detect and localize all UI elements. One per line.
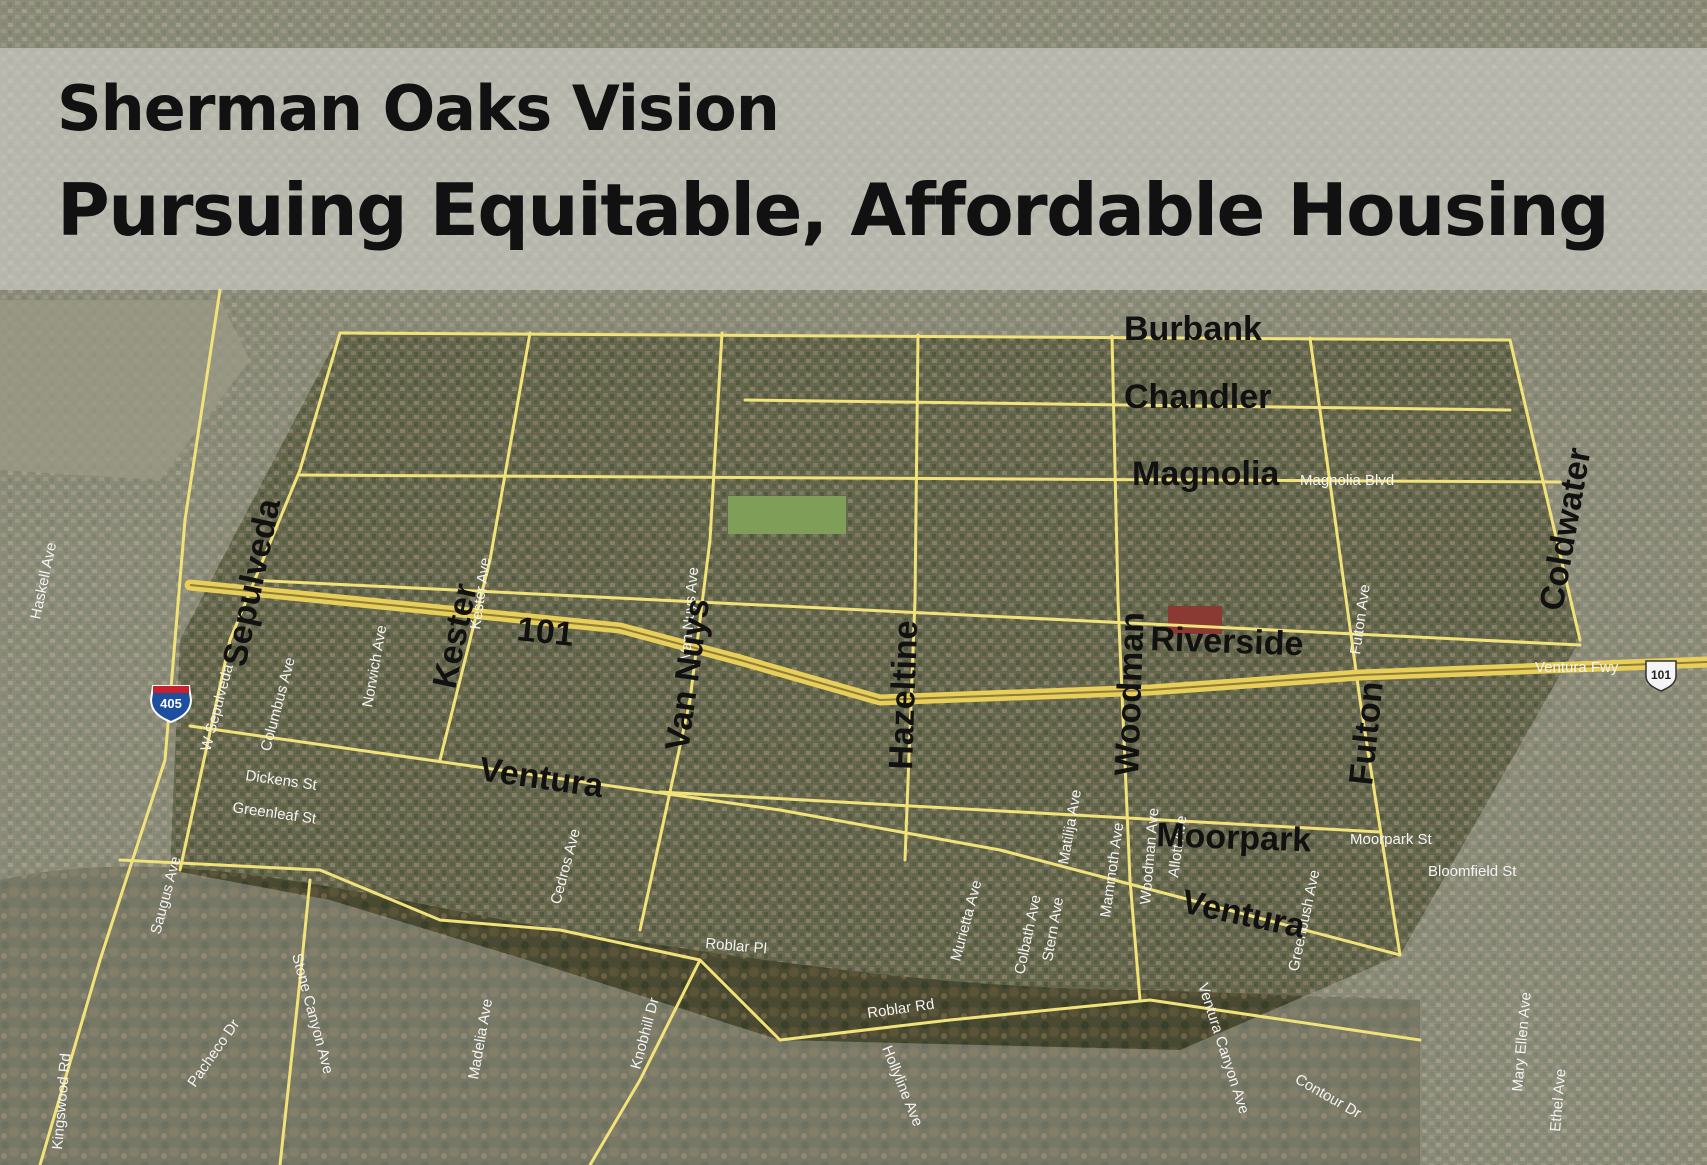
label-ethel-ave: Ethel Ave: [1547, 1068, 1569, 1132]
label-hazeltine: Hazeltine: [882, 620, 925, 771]
label-riverside: Riverside: [1150, 620, 1304, 663]
page-title: Sherman Oaks Vision: [57, 72, 780, 145]
road-ventura-west: [188, 724, 1002, 852]
road-sepulveda: [178, 331, 342, 872]
label-chandler: Chandler: [1124, 378, 1271, 416]
basin-park: [0, 300, 250, 480]
road-chandler: [743, 398, 1512, 412]
us101-shield-number: 101: [1651, 668, 1671, 682]
i405-shield: 405: [149, 685, 193, 724]
label-ventura-fwy: Ventura Fwy: [1535, 659, 1619, 676]
park-area: [728, 496, 846, 534]
road-i405: [38, 288, 222, 1165]
road-fulton: [1308, 336, 1402, 957]
label-roblar-pl: Roblar Pl: [705, 935, 768, 957]
road-network: [38, 288, 1582, 1165]
road-hillside-1: [278, 878, 312, 1165]
label-bloomfield-st: Bloomfield St: [1428, 863, 1517, 880]
us101-shield: 101: [1645, 660, 1677, 692]
label-burbank: Burbank: [1124, 310, 1262, 348]
school-field: [1168, 606, 1222, 634]
road-burbank: [338, 331, 1512, 342]
santa-monica-hills: [0, 866, 1420, 1165]
road-hazeltine: [903, 333, 920, 862]
road-coldwater: [1508, 338, 1582, 642]
label-moorpark: Moorpark: [1156, 816, 1312, 859]
page-subtitle: Pursuing Equitable, Affordable Housing: [57, 168, 1610, 252]
title-band: [0, 48, 1707, 290]
road-kester: [438, 331, 532, 762]
label-hwy-101: 101: [515, 610, 575, 654]
freeway-101-center: [189, 584, 1707, 702]
label-moorpark-st: Moorpark St: [1350, 831, 1433, 848]
road-ventura-east: [998, 848, 1402, 957]
label-magnolia-blvd: Magnolia Blvd: [1300, 472, 1394, 489]
road-woodman: [1110, 334, 1142, 1002]
road-van-nuys: [638, 331, 724, 932]
road-moorpark: [658, 790, 1382, 834]
i405-shield-number: 405: [160, 696, 182, 711]
road-hillside-2: [588, 958, 702, 1165]
road-magnolia: [298, 473, 1562, 484]
label-magnolia: Magnolia: [1132, 455, 1280, 493]
label-woodman: Woodman: [1108, 611, 1152, 776]
